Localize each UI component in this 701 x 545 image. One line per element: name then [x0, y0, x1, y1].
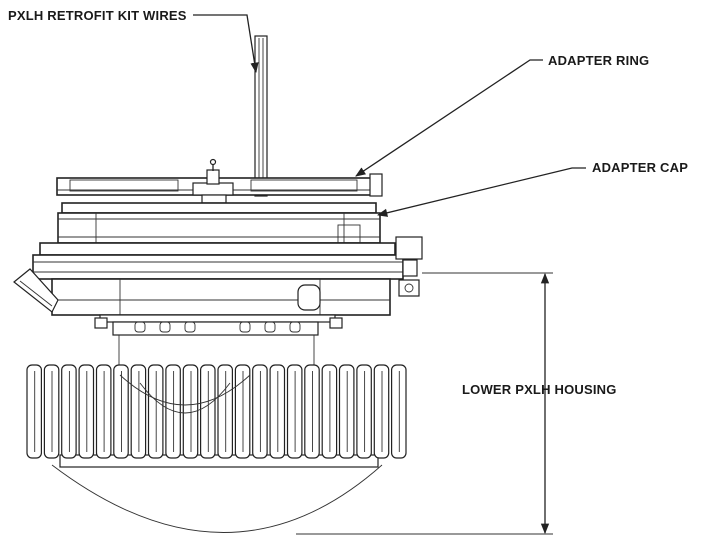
heatsink-fin	[356, 364, 372, 459]
heatsink-fin	[130, 364, 147, 459]
heatsink-fin	[321, 364, 338, 459]
adapter-cap	[57, 202, 381, 244]
label-adapter-cap: ADAPTER CAP	[592, 160, 689, 175]
adapter-cap-leader	[376, 167, 586, 217]
heatsink-fin	[338, 364, 355, 459]
heatsink-fin	[200, 364, 216, 459]
lower-housing	[26, 364, 407, 533]
label-lower-housing: LOWER PXLH HOUSING	[462, 382, 617, 397]
heatsink-fin	[78, 364, 95, 459]
inner-fin-curve	[139, 382, 231, 414]
heatsink-fin	[304, 364, 320, 459]
wires-leader	[193, 14, 259, 74]
label-adapter-ring: ADAPTER RING	[548, 53, 650, 68]
retrofit-wires	[254, 35, 268, 197]
heatsink-fin	[252, 364, 268, 459]
adapter-ring	[56, 158, 383, 204]
inner-fin-curve	[119, 374, 251, 406]
heatsink-fin	[165, 364, 181, 459]
housing-dimension	[296, 272, 553, 535]
heatsink-fin	[269, 364, 286, 459]
label-retrofit-kit-wires: PXLH RETROFIT KIT WIRES	[8, 8, 187, 23]
heatsink-fin	[147, 364, 164, 459]
upper-housing	[13, 236, 423, 336]
heatsink-fin	[61, 364, 77, 459]
heatsink-fin	[217, 364, 233, 459]
heatsink-fins	[26, 364, 407, 459]
heatsink-fin	[26, 364, 42, 459]
heatsink-fin	[113, 364, 129, 459]
heatsink-fin	[391, 364, 407, 459]
heatsink-fin	[373, 364, 390, 459]
heatsink-fin	[182, 364, 199, 459]
adapter-ring-leader	[355, 59, 543, 177]
